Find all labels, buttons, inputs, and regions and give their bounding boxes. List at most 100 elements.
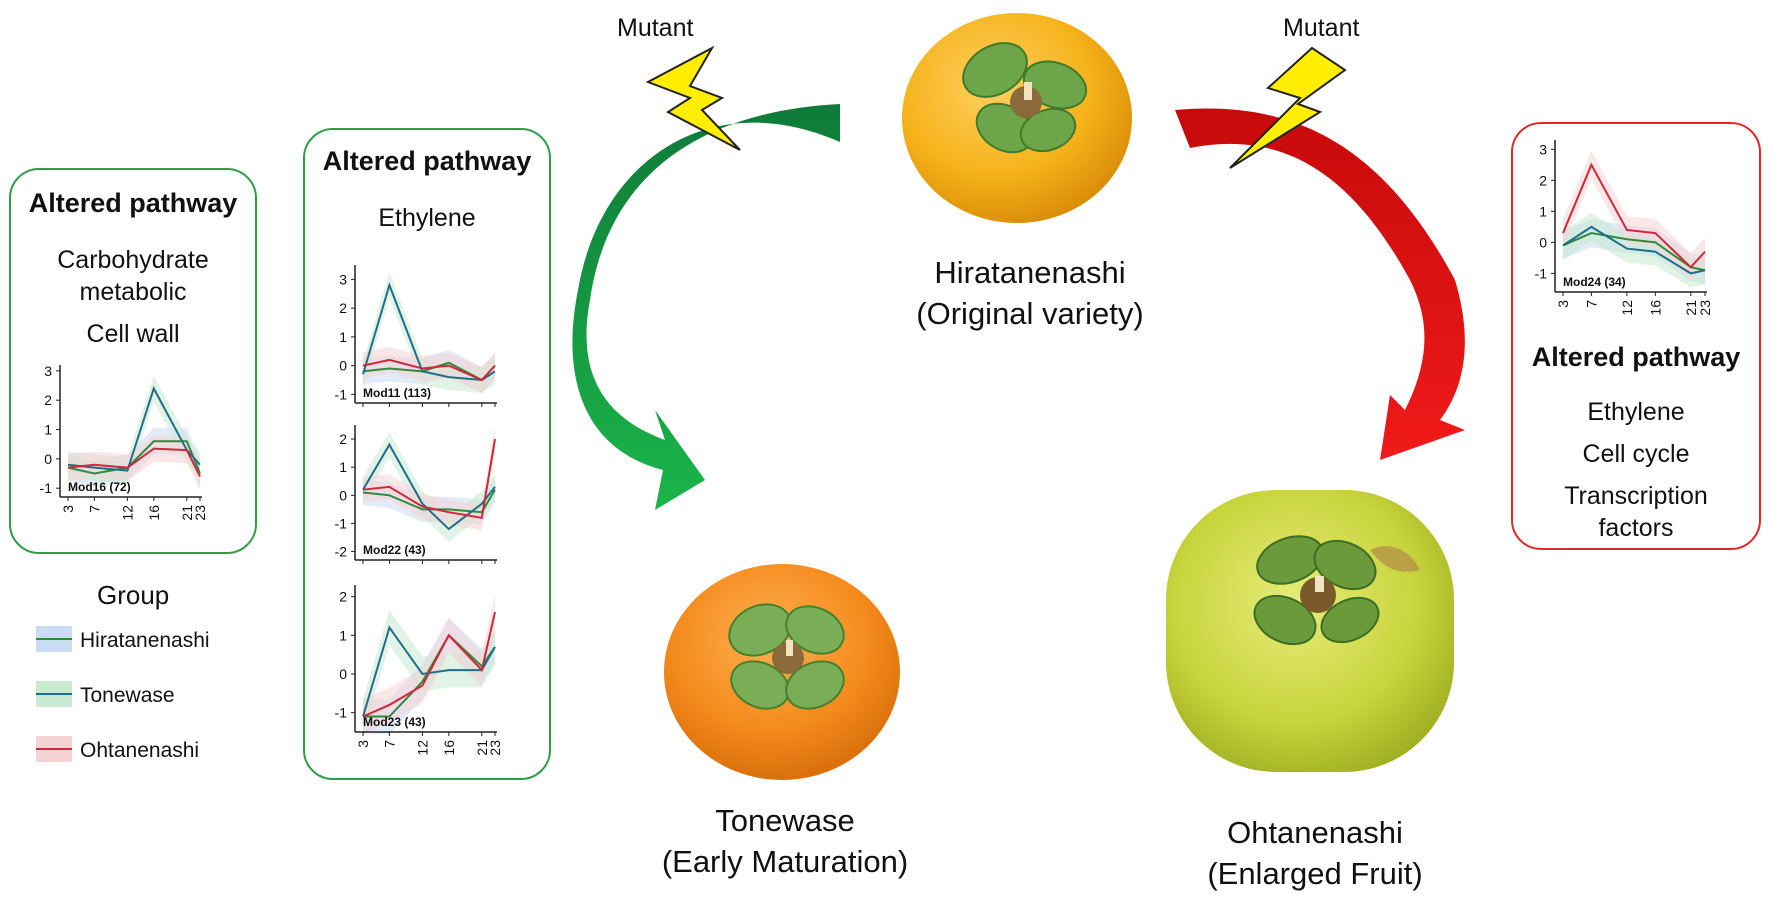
module-label: Mod22 (43) — [363, 543, 426, 557]
persimmon-tonewase-image — [664, 564, 900, 780]
pathway-item: Carbohydrate — [57, 246, 209, 274]
y-tick-label: -1 — [40, 480, 53, 496]
y-tick-label: -2 — [335, 544, 348, 560]
lightning-bolt-icon — [1229, 46, 1347, 169]
y-tick-label: 0 — [339, 666, 347, 682]
panel-title: Altered pathway — [322, 146, 532, 176]
series-band — [363, 426, 495, 531]
y-tick-label: -1 — [1535, 265, 1548, 281]
variety-desc: (Enlarged Fruit) — [1207, 856, 1423, 891]
x-tick-label: 21 — [474, 740, 490, 756]
series-line-ohtanenashi — [362, 438, 496, 519]
y-tick-label: 2 — [1539, 172, 1547, 188]
y-tick-label: 0 — [44, 451, 52, 467]
module-label: Mod23 (43) — [363, 715, 426, 729]
x-tick-label: 12 — [119, 505, 135, 521]
altered-pathway-panel-right: Altered pathway Ethylene Cell cycle Tran… — [1511, 122, 1761, 550]
y-tick-label: 0 — [339, 358, 347, 374]
y-tick-label: 2 — [339, 431, 347, 447]
mutant-label: Mutant — [1283, 14, 1360, 42]
persimmon-ohtanenashi-image — [1166, 490, 1454, 772]
series-line-ohtanenashi — [362, 611, 496, 718]
variety-name: Hiratanenashi — [934, 255, 1126, 290]
altered-pathway-panel-left: Altered pathway Carbohydrate metabolic C… — [9, 168, 257, 554]
module-label: Mod24 (34) — [1563, 275, 1626, 289]
x-tick-label: 16 — [441, 740, 457, 756]
y-tick-label: 1 — [339, 627, 347, 643]
variety-name: Tonewase — [715, 803, 855, 838]
y-tick-label: 0 — [339, 487, 347, 503]
x-tick-label: 12 — [414, 740, 430, 756]
y-tick-label: 1 — [44, 422, 52, 438]
x-tick-label: 21 — [179, 505, 195, 521]
mutant-label: Mutant — [617, 14, 694, 42]
pathway-item: Transcription — [1564, 482, 1708, 510]
y-tick-label: 1 — [339, 459, 347, 475]
x-tick-label: 3 — [1555, 300, 1571, 308]
pathway-item: Ethylene — [1587, 398, 1685, 426]
module-label: Mod11 (113) — [363, 386, 431, 400]
y-tick-label: 0 — [1539, 234, 1547, 250]
series-line-tonewase — [1562, 225, 1706, 275]
y-tick-label: 1 — [1539, 203, 1547, 219]
legend-item-label: Tonewase — [80, 684, 175, 707]
pathway-item: metabolic — [79, 278, 187, 306]
series-line-hiratanenashi — [67, 440, 201, 475]
legend-line — [36, 748, 72, 750]
y-tick-label: -1 — [335, 386, 348, 402]
legend-title: Group — [97, 580, 170, 610]
variety-desc: (Original variety) — [916, 296, 1144, 331]
series-line-hiratanenashi — [1562, 232, 1706, 272]
series-band — [363, 594, 495, 734]
x-tick-label: 16 — [146, 505, 162, 521]
x-tick-label: 7 — [381, 740, 397, 748]
x-tick-label: 7 — [1583, 300, 1599, 308]
x-tick-label: 3 — [355, 740, 371, 748]
series-line-ohtanenashi — [362, 358, 496, 382]
variety-desc: (Early Maturation) — [661, 844, 909, 879]
series-line-ohtanenashi — [67, 447, 201, 477]
x-tick-label: 12 — [1619, 300, 1635, 316]
legend-line — [36, 638, 72, 640]
x-tick-label: 23 — [487, 740, 503, 756]
x-tick-label: 21 — [1683, 300, 1699, 316]
y-tick-label: 1 — [339, 329, 347, 345]
y-tick-label: 2 — [339, 300, 347, 316]
red-curved-arrow — [1175, 108, 1465, 461]
variety-label-tonewase: Tonewase (Early Maturation) — [630, 800, 940, 882]
y-tick-label: 2 — [44, 392, 52, 408]
x-tick-label: 16 — [1647, 300, 1663, 316]
series-line-tonewase — [362, 625, 496, 717]
pathway-item: factors — [1598, 514, 1674, 542]
variety-label-hiratanenashi: Hiratanenashi (Original variety) — [880, 252, 1180, 334]
variety-label-ohtanenashi: Ohtanenashi (Enlarged Fruit) — [1175, 812, 1455, 894]
legend-item-label: Ohtanenashi — [80, 739, 200, 762]
variety-name: Ohtanenashi — [1227, 815, 1403, 850]
y-tick-label: -1 — [335, 705, 348, 721]
pathway-item: Cell wall — [86, 320, 180, 348]
panel-title: Altered pathway — [28, 188, 238, 218]
y-tick-label: 3 — [339, 271, 347, 287]
legend-item-label: Hiratanenashi — [80, 629, 210, 652]
series-line-ohtanenashi — [1562, 162, 1706, 269]
series-band — [1563, 150, 1705, 282]
y-tick-label: 3 — [44, 363, 52, 379]
lightning-bolt-icon — [645, 45, 741, 151]
altered-pathway-panel-middle: Altered pathway Ethylene — [303, 128, 551, 780]
x-tick-label: 7 — [86, 505, 102, 513]
y-tick-label: -1 — [335, 515, 348, 531]
pathway-item: Cell cycle — [1582, 440, 1690, 468]
x-tick-label: 3 — [60, 505, 76, 513]
panel-title: Altered pathway — [1531, 342, 1741, 372]
persimmon-hiratanenashi-image — [902, 13, 1132, 223]
x-tick-label: 23 — [192, 505, 208, 521]
green-curved-arrow — [572, 104, 840, 510]
pathway-item: Ethylene — [378, 204, 476, 232]
y-tick-label: 2 — [339, 589, 347, 605]
